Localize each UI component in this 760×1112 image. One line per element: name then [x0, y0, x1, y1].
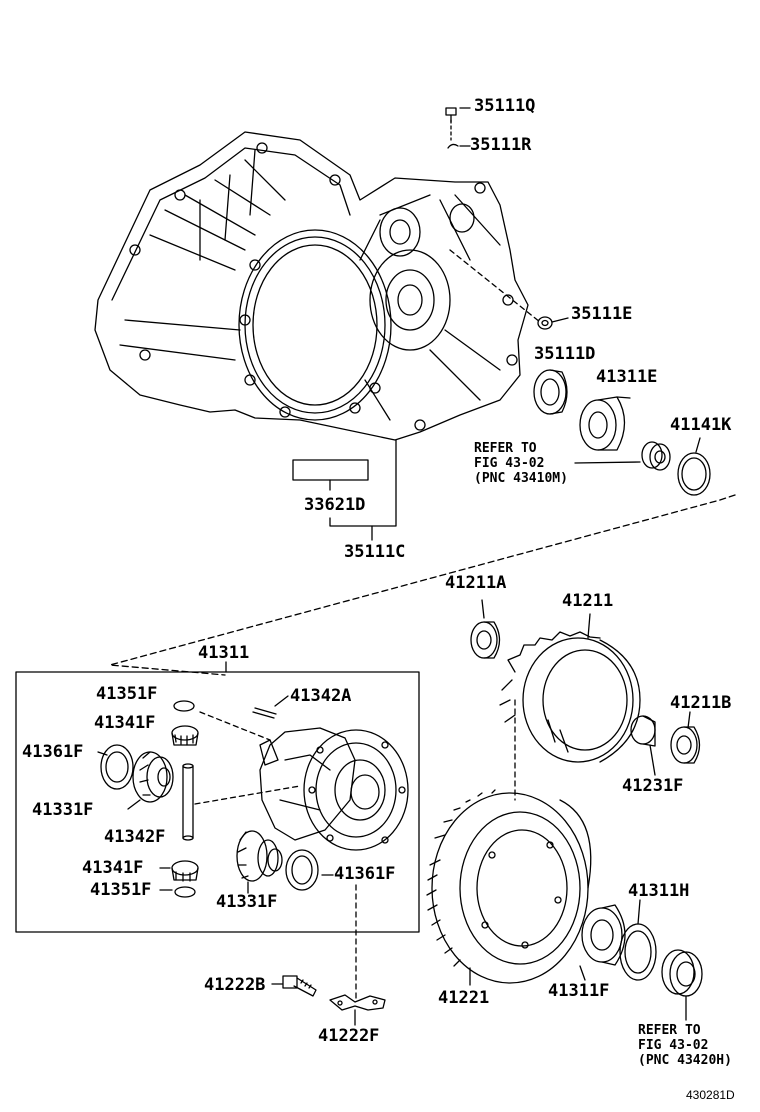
label-41342A: 41342A	[290, 686, 352, 706]
label-41211: 41211	[562, 591, 614, 611]
bolt-35111Q	[445, 107, 457, 123]
side-gear-41331F-left	[132, 751, 174, 803]
label-41231F: 41231F	[622, 776, 684, 796]
pinion-gear-41341F-bottom	[171, 860, 199, 882]
refer-note-43410M: REFER TO FIG 43-02 (PNC 43410M)	[474, 441, 568, 486]
ring-gear-41221	[426, 789, 592, 984]
nameplate-33621D	[292, 459, 369, 481]
label-35111R: 35111R	[470, 135, 532, 155]
lock-plate-41222F	[329, 994, 386, 1011]
label-41141K: 41141K	[670, 415, 732, 435]
label-41221: 41221	[438, 988, 490, 1008]
bearing-41211B	[670, 726, 701, 764]
label-41222F: 41222F	[318, 1026, 380, 1046]
refer-note-line3: (PNC 43420H)	[638, 1053, 732, 1068]
refer-note-line1: REFER TO	[638, 1023, 701, 1038]
bolt-41222B	[282, 975, 317, 997]
washer-41351F-top	[173, 700, 195, 712]
figure-id: 430281D	[686, 1088, 735, 1102]
label-35111C: 35111C	[344, 542, 406, 562]
pinion-shaft-41342F	[182, 763, 194, 841]
label-41311E: 41311E	[596, 367, 658, 387]
label-41351F-bottom: 41351F	[90, 880, 152, 900]
transaxle-case-drawing	[94, 119, 541, 441]
label-41311H: 41311H	[628, 881, 690, 901]
label-35111E: 35111E	[571, 304, 633, 324]
oil-seal-35111D	[533, 369, 568, 415]
label-41341F-top: 41341F	[94, 713, 156, 733]
differential-case-subassembly-box	[15, 671, 420, 933]
side-gear-41331F-bottom	[236, 830, 283, 882]
bearing-refer-43410M	[574, 441, 671, 471]
label-41222B: 41222B	[204, 975, 266, 995]
plug-35111E	[537, 316, 569, 330]
label-41351F-top: 41351F	[96, 684, 158, 704]
label-41361F-right: 41361F	[334, 864, 396, 884]
label-33621D: 33621D	[304, 495, 366, 515]
pin-41342A	[252, 707, 277, 719]
gear-41211	[499, 631, 641, 763]
refer-note-line2: FIG 43-02	[638, 1038, 709, 1053]
bearing-41211A	[470, 621, 501, 659]
label-41311F: 41311F	[548, 981, 610, 1001]
label-35111Q: 35111Q	[474, 96, 536, 116]
shim-41141K	[677, 437, 711, 496]
bearing-41311F	[581, 904, 626, 966]
label-41211A: 41211A	[445, 573, 507, 593]
differential-case-drawing	[259, 727, 409, 851]
thrust-washer-41361F-right	[285, 849, 319, 891]
shim-41311H	[619, 923, 657, 981]
label-41331F-left: 41331F	[32, 800, 94, 820]
label-41361F-left: 41361F	[22, 742, 84, 762]
refer-note-line2: FIG 43-02	[474, 456, 545, 471]
refer-note-line3: (PNC 43410M)	[474, 471, 568, 486]
thrust-washer-41361F-left	[100, 744, 134, 790]
bearing-41311E	[579, 396, 631, 451]
label-41211B: 41211B	[670, 693, 732, 713]
washer-41351F-bottom	[174, 886, 196, 898]
refer-note-43420H: REFER TO FIG 43-02 (PNC 43420H)	[638, 1023, 732, 1068]
label-41331F-bottom: 41331F	[216, 892, 278, 912]
label-41311: 41311	[198, 643, 250, 663]
label-41342F: 41342F	[104, 827, 166, 847]
pinion-gear-41341F-top	[171, 725, 199, 746]
label-41341F-bottom: 41341F	[82, 858, 144, 878]
label-35111D: 35111D	[534, 344, 596, 364]
clip-35111R	[447, 143, 459, 149]
refer-note-line1: REFER TO	[474, 441, 537, 456]
bearing-refer-43420H	[661, 949, 703, 997]
spacer-41231F	[630, 715, 656, 747]
